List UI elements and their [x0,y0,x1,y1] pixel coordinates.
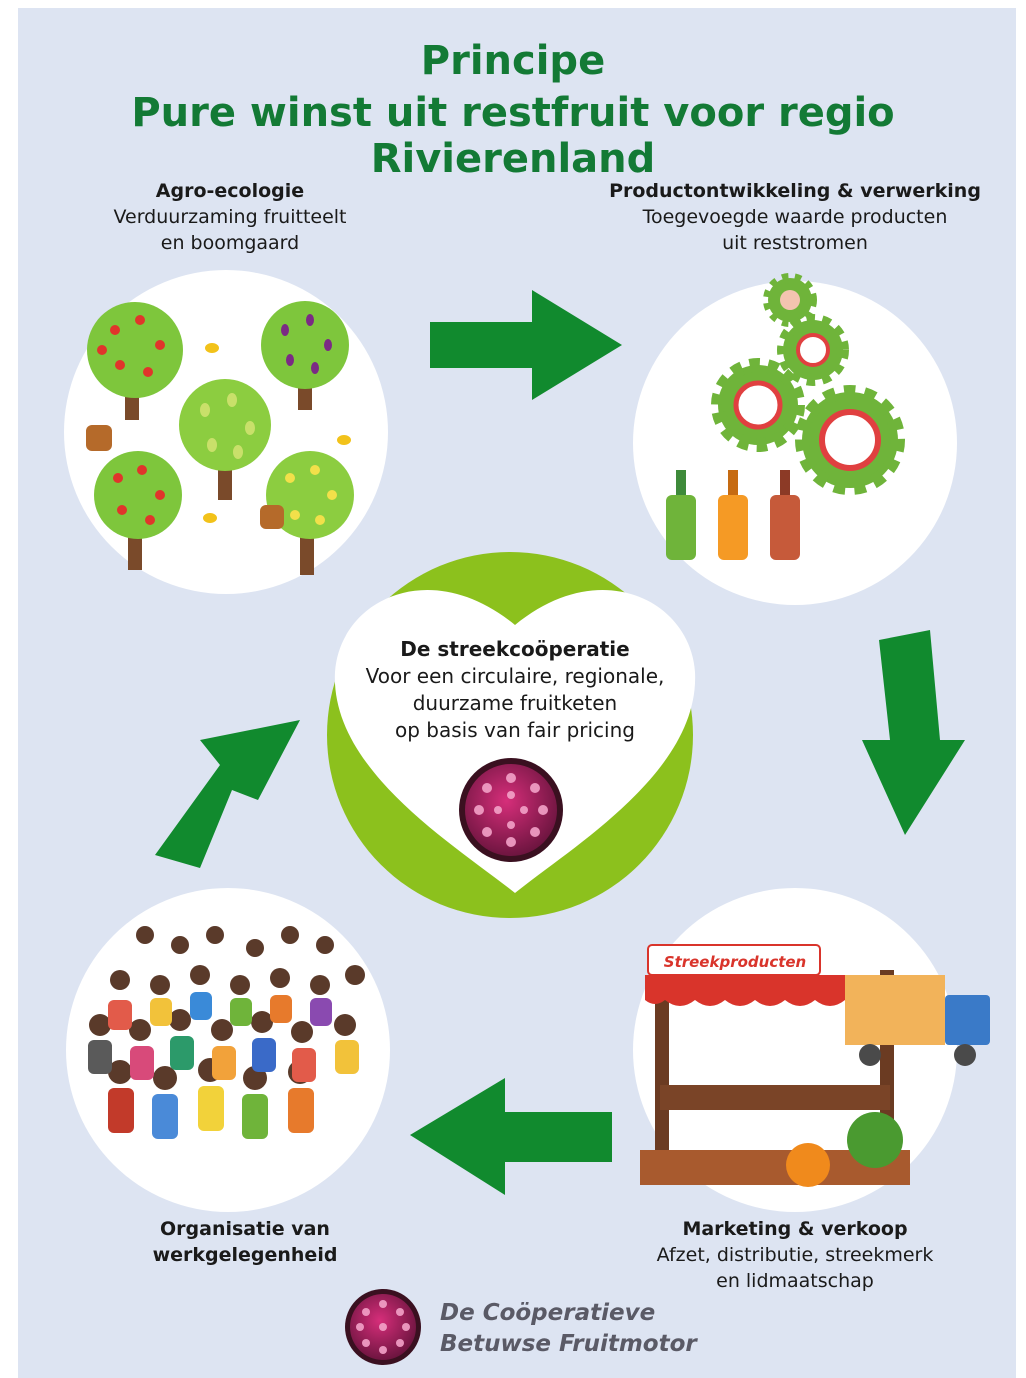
arrow-left [410,1078,612,1195]
arrow-right [430,290,622,400]
heart-shape [334,589,696,893]
step-line: en lidmaatschap [716,1270,874,1292]
fruit-tree-icon [179,379,271,500]
step-marketing: Marketing & verkoop Afzet, distributie, … [630,1216,960,1294]
bottle-icon [666,470,696,560]
arrow-down [862,630,965,835]
step-line: werkgelegenheid [152,1244,338,1266]
gear-icon [777,314,849,386]
logo-text: De Coöperatieve Betuwse Fruitmotor [440,1298,697,1360]
flow-arrows [155,290,965,1195]
center-cooperatie-text: De streekcoöperatie Voor een circulaire,… [345,636,685,744]
bottle-icon [770,470,800,560]
raspberry-logo-icon [345,1289,421,1365]
step-heading: Productontwikkeling & verwerking [609,180,981,202]
step-productontwikkeling: Productontwikkeling & verwerking Toegevo… [600,178,990,256]
step-line: en boomgaard [160,232,300,254]
step-heading: Organisatie van [160,1218,330,1240]
market-sign-text: Streekproducten [664,953,806,971]
fruit-tree-icon [261,301,349,410]
fruit-tree-icon [266,451,354,575]
page-title: Principe [420,38,606,84]
fruit-tree-icon [94,451,182,570]
processing-illustration [666,273,905,560]
step-line: Toegevoegde waarde producten [642,206,948,228]
beehive-icon [86,425,284,529]
center-heading: De streekcoöperatie [400,637,630,661]
market-stall-icon [640,944,910,1187]
step-agro-ecologie: Agro-ecologie Verduurzaming fruitteelt e… [80,178,380,256]
step-line: Afzet, distributie, streekmerk [656,1244,934,1266]
productontwikkeling-circle [633,281,957,605]
step-line: uit reststromen [722,232,868,254]
truck-icon [845,975,990,1066]
bee-icon [203,343,351,523]
step-organisatie: Organisatie van werkgelegenheid [100,1216,390,1268]
center-line: Voor een circulaire, regionale, [365,664,665,688]
page-subtitle: Pure winst uit restfruit voor regio Rivi… [131,90,895,182]
logo-line: Betuwse Fruitmotor [440,1331,697,1357]
center-line: op basis van fair pricing [395,718,635,742]
gear-icon [711,358,805,452]
market-illustration [640,944,990,1187]
step-heading: Marketing & verkoop [682,1218,908,1240]
logo-line: De Coöperatieve [440,1300,656,1326]
step-heading: Agro-ecologie [155,180,305,202]
step-line: Verduurzaming fruitteelt [113,206,347,228]
raspberry-icon [459,758,563,862]
gear-icon [795,385,905,495]
people-crowd-icon [88,926,365,1139]
fruit-trees-illustration [86,301,354,575]
center-line: duurzame fruitketen [412,691,618,715]
fruit-tree-icon [87,302,183,420]
bottle-icon [718,470,748,560]
arrow-up [155,720,300,868]
gear-icon [763,273,817,327]
